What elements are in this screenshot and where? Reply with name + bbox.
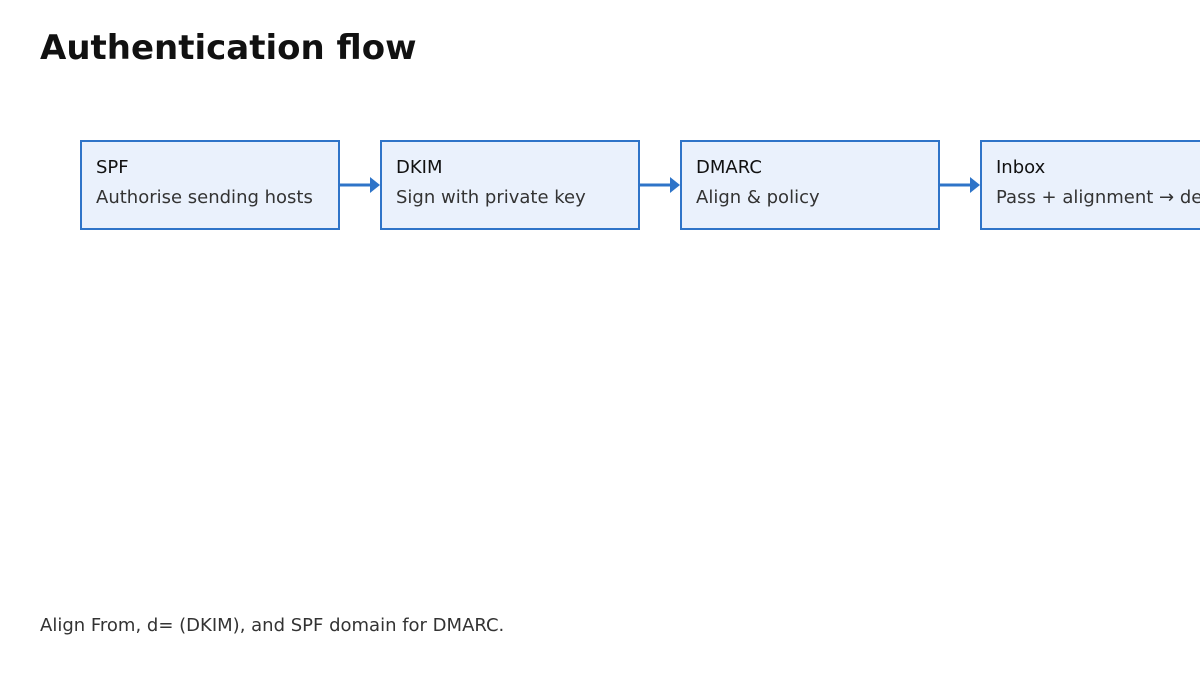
step-title: SPF xyxy=(96,157,129,178)
step-description: Authorise sending hosts xyxy=(96,187,313,208)
step-title: DMARC xyxy=(696,157,762,178)
page-title: Authentication flow xyxy=(40,28,417,68)
arrow-connector xyxy=(340,177,380,193)
arrow-connector xyxy=(640,177,680,193)
step-title: DKIM xyxy=(396,157,443,178)
footnote-caption: Align From, d= (DKIM), and SPF domain fo… xyxy=(40,615,505,636)
arrow-connector xyxy=(940,177,980,193)
step-description: Sign with private key xyxy=(396,187,586,208)
flow-step-inbox: Inbox Pass + alignment → deliver xyxy=(980,140,1200,230)
flow-step-spf: SPF Authorise sending hosts xyxy=(80,140,340,230)
step-description: Pass + alignment → deliver xyxy=(996,187,1200,208)
step-description: Align & policy xyxy=(696,187,820,208)
step-title: Inbox xyxy=(996,157,1046,178)
flow-step-dkim: DKIM Sign with private key xyxy=(380,140,640,230)
flow-step-dmarc: DMARC Align & policy xyxy=(680,140,940,230)
